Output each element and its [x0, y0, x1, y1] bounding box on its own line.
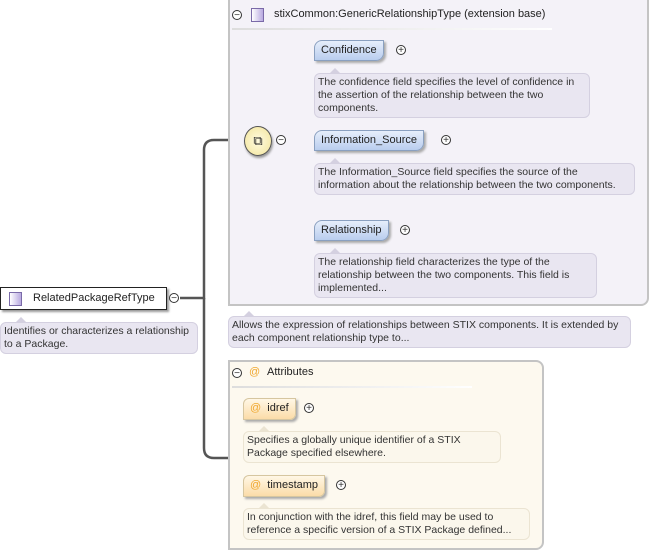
- attribute-idref[interactable]: @ idref: [243, 398, 296, 420]
- expand-timestamp-icon[interactable]: +: [336, 480, 346, 491]
- attribute-timestamp[interactable]: @ timestamp: [243, 475, 326, 497]
- root-type-name: RelatedPackageRefType: [33, 292, 155, 304]
- attributes-title: Attributes: [267, 366, 314, 378]
- expand-relationship-icon[interactable]: +: [400, 225, 410, 236]
- expand-information-source-icon[interactable]: +: [441, 135, 451, 146]
- sequence-compositor-icon[interactable]: ⧉: [244, 126, 272, 156]
- element-confidence[interactable]: Confidence: [314, 40, 384, 61]
- attribute-icon: @: [250, 479, 262, 491]
- complex-type-icon: [251, 8, 264, 22]
- collapse-root-icon[interactable]: −: [169, 293, 179, 304]
- information-source-doc: The Information_Source field specifies t…: [314, 158, 635, 195]
- root-type-box[interactable]: RelatedPackageRefType: [0, 287, 167, 310]
- expand-idref-icon[interactable]: +: [304, 403, 314, 414]
- expand-confidence-icon[interactable]: +: [396, 45, 406, 56]
- complex-type-icon: [9, 292, 22, 306]
- collapse-sequence-icon[interactable]: −: [276, 135, 286, 146]
- element-relationship[interactable]: Relationship: [314, 220, 389, 241]
- attribute-icon: @: [250, 402, 262, 414]
- timestamp-doc: In conjunction with the idref, this fiel…: [243, 503, 530, 540]
- root-doc: Identifies or characterizes a relationsh…: [0, 317, 198, 354]
- attribute-name: idref: [267, 402, 289, 414]
- confidence-doc: The confidence field specifies the level…: [314, 68, 590, 118]
- collapse-extension-icon[interactable]: −: [232, 10, 242, 21]
- extension-title: stixCommon:GenericRelationshipType (exte…: [274, 8, 546, 20]
- attribute-name: timestamp: [267, 479, 319, 491]
- attribute-icon: @: [249, 366, 261, 378]
- idref-doc: Specifies a globally unique identifier o…: [243, 426, 501, 463]
- element-information-source[interactable]: Information_Source: [314, 130, 424, 151]
- extension-doc: Allows the expression of relationships b…: [228, 311, 631, 348]
- relationship-doc: The relationship field characterizes the…: [314, 248, 597, 298]
- collapse-attributes-icon[interactable]: −: [232, 368, 242, 379]
